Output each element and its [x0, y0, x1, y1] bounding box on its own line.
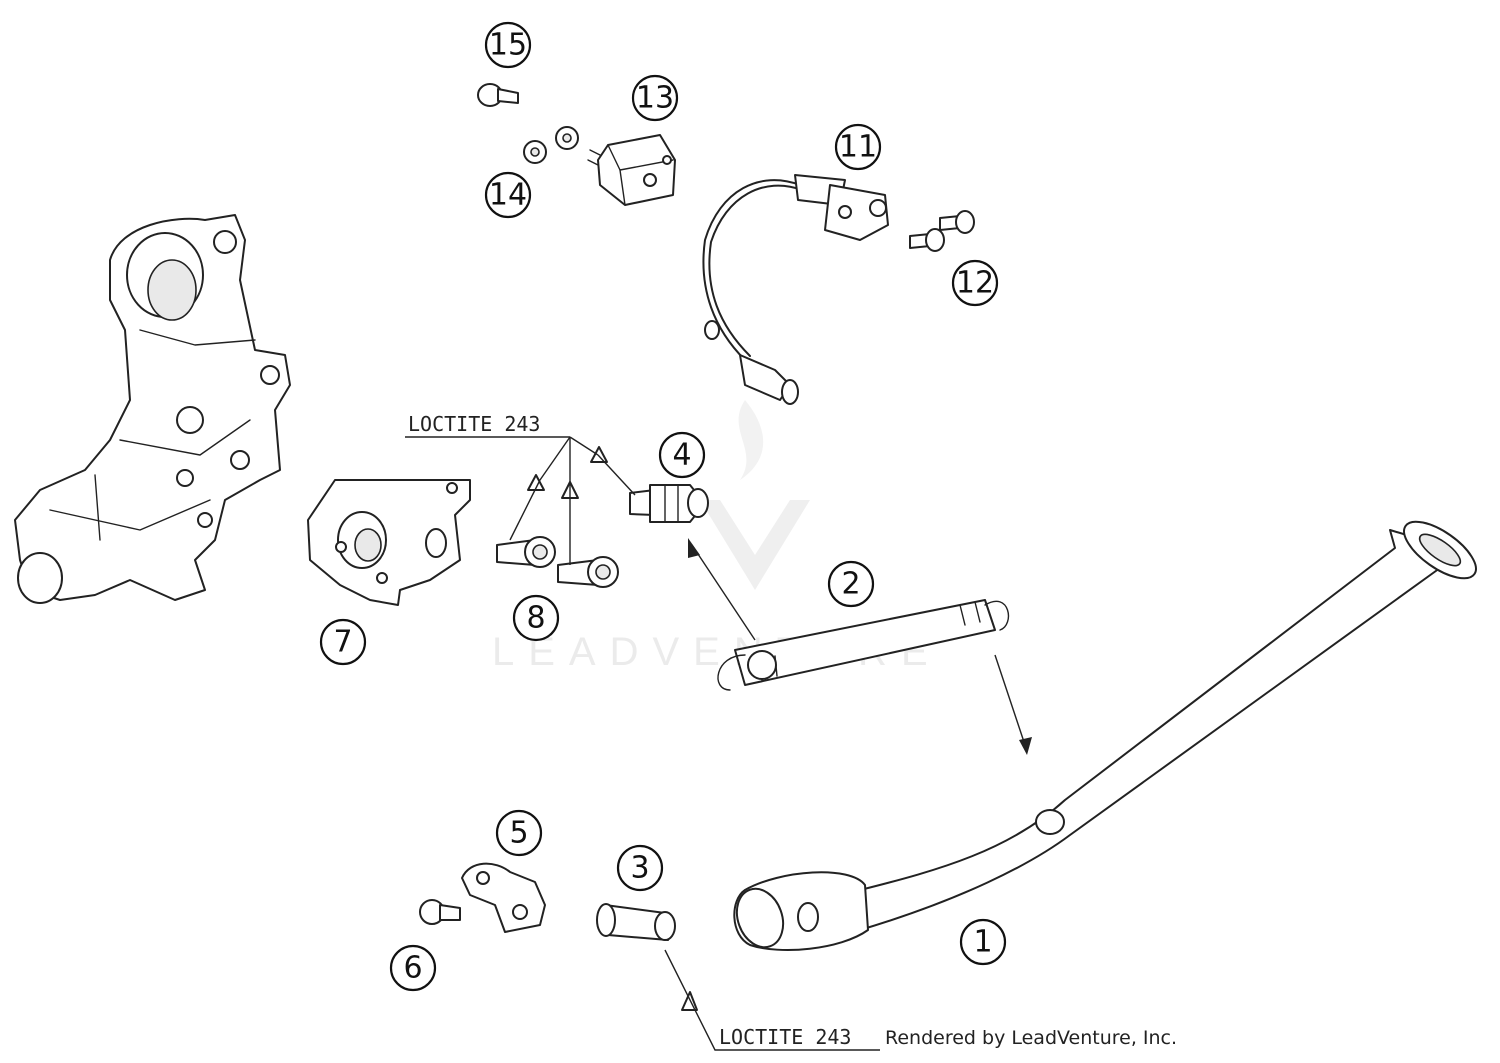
part-15-screw — [477, 83, 519, 107]
svg-text:2: 2 — [841, 567, 860, 602]
svg-text:15: 15 — [489, 28, 527, 63]
loctite-lower-leaders — [664, 949, 880, 1051]
svg-text:14: 14 — [489, 178, 527, 213]
callout-14: 14 — [484, 171, 532, 219]
callout-8: 8 — [512, 594, 560, 642]
part-14-nuts — [523, 126, 579, 164]
callout-4: 4 — [658, 431, 706, 479]
part-6-screw — [419, 899, 461, 925]
part-5-bracket — [461, 862, 546, 933]
callout-2: 2 — [827, 560, 875, 608]
part-4-pin — [629, 484, 709, 523]
svg-text:3: 3 — [630, 851, 649, 886]
watermark-logo — [700, 500, 810, 590]
svg-text:11: 11 — [839, 130, 877, 165]
part-12-screws — [909, 210, 975, 252]
callout-15: 15 — [484, 21, 532, 69]
part-2-spring — [717, 599, 1010, 691]
part-1-side-stand — [733, 520, 1477, 951]
callout-11: 11 — [834, 123, 882, 171]
loctite-note-upper: LOCTITE 243 — [408, 412, 540, 436]
callout-12: 12 — [951, 259, 999, 307]
callout-3: 3 — [616, 844, 664, 892]
svg-text:8: 8 — [526, 601, 545, 636]
callout-6: 6 — [389, 944, 437, 992]
svg-text:13: 13 — [636, 81, 674, 116]
callout-1: 1 — [959, 918, 1007, 966]
part-11-sensor — [702, 174, 889, 405]
part-3-bushing — [596, 903, 698, 1011]
part-13-switch — [587, 134, 676, 206]
render-credit: Rendered by LeadVenture, Inc. — [885, 1027, 1177, 1049]
frame-bracket — [14, 214, 291, 604]
callout-13: 13 — [631, 74, 679, 122]
loctite-upper-leaders — [405, 436, 636, 565]
callout-7: 7 — [319, 618, 367, 666]
svg-text:1: 1 — [973, 925, 992, 960]
assembly-arrows — [688, 538, 1032, 755]
svg-text:6: 6 — [403, 951, 422, 986]
svg-text:5: 5 — [509, 816, 528, 851]
callout-5: 5 — [495, 809, 543, 857]
part-7-plate — [307, 479, 471, 606]
svg-text:12: 12 — [956, 266, 994, 301]
svg-text:4: 4 — [672, 438, 691, 473]
svg-text:7: 7 — [333, 625, 352, 660]
loctite-note-lower: LOCTITE 243 — [719, 1025, 851, 1049]
part-8-screws — [496, 446, 619, 588]
